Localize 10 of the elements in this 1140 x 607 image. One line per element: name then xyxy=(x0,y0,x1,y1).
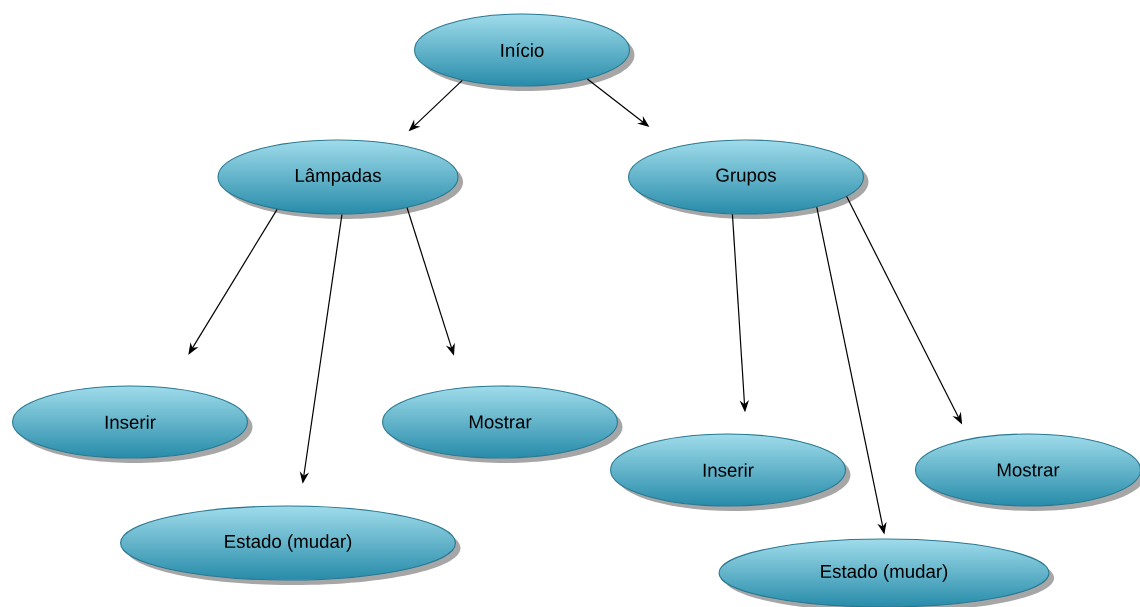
ellipse-node: Grupos xyxy=(628,139,869,220)
ellipse-node: Mostrar xyxy=(382,385,623,463)
ellipse-node: Lâmpadas xyxy=(217,139,463,220)
ellipse-node: Mostrar xyxy=(914,433,1140,511)
ellipse-node: Estado (mudar) xyxy=(718,538,1055,607)
ellipse-node: Estado (mudar) xyxy=(120,505,461,586)
ellipse-node: Inserir xyxy=(610,433,851,511)
arrow xyxy=(188,208,278,355)
ellipse-node: Inserir xyxy=(12,385,253,463)
ellipse-node: Início xyxy=(414,13,635,91)
